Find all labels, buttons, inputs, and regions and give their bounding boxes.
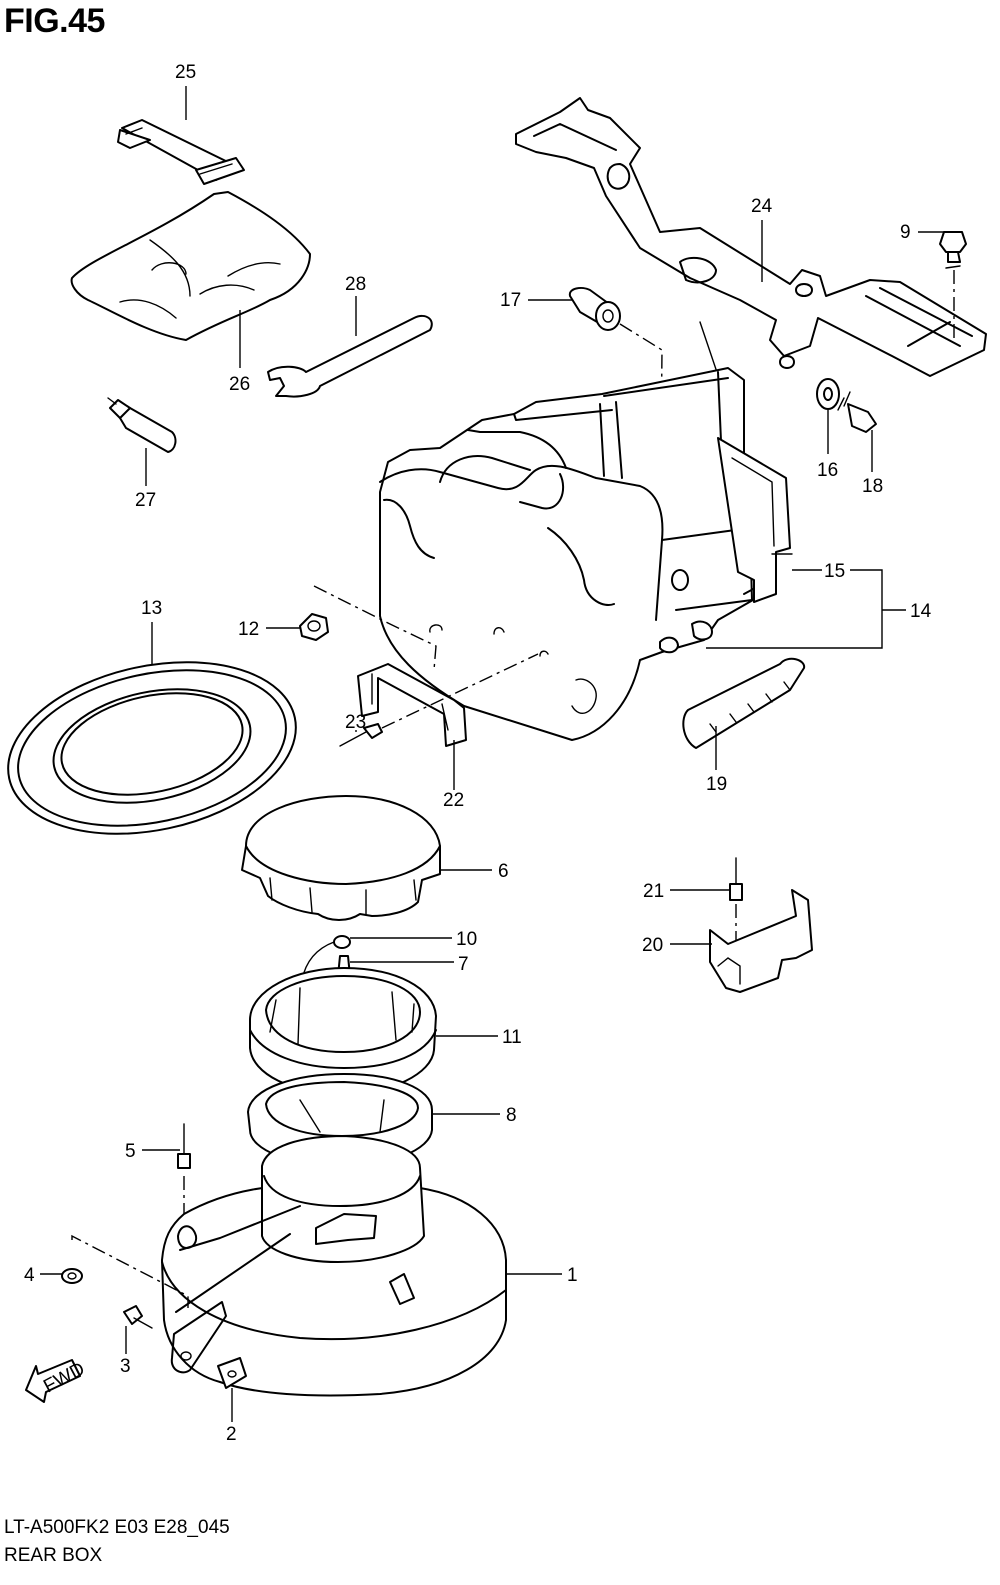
callout-6: 6 [498,861,509,882]
part-12-nut [299,613,329,641]
callout-20: 20 [642,935,663,956]
callout-17: 17 [500,290,521,311]
part-12-axis [313,585,437,671]
part-4-axis [71,1234,189,1308]
callout-14: 14 [910,601,932,622]
callout-labels: 25 26 28 27 24 9 17 16 18 15 14 13 12 23… [24,62,932,1445]
part-28-wrench [267,314,433,398]
part-15-seal [717,437,793,603]
part-6-cap [241,795,441,921]
figure-title: FIG.45 [4,2,105,40]
part-16-washer [816,378,840,410]
callout-24: 24 [751,196,773,217]
part-5-rivet [177,1123,191,1169]
callout-13: 13 [141,598,162,619]
part-3-screw [123,1305,153,1329]
fwd-arrow-icon: FWD [25,1359,88,1403]
part-13-gasket [7,661,297,835]
callout-21: 21 [643,881,664,902]
part-27-plug [107,397,177,453]
part-14-rear-box [379,367,771,741]
part-1-base [161,1135,507,1397]
part-23-rivet [339,723,383,747]
part-4-nut [61,1268,83,1284]
callout-7: 7 [458,954,469,975]
part-21-rivet [729,857,743,901]
part-19-strip [682,657,806,749]
callout-4: 4 [24,1265,35,1286]
figure-code: LT-A500FK2 E03 E28_045 [4,1517,230,1538]
part-17-collar [568,287,621,331]
callout-26: 26 [229,374,250,395]
callout-1: 1 [567,1265,578,1286]
callout-10: 10 [456,929,477,950]
callout-8: 8 [506,1105,517,1126]
callout-15: 15 [824,561,845,582]
part-9-bolt [939,231,967,269]
part-20-bracket [709,889,813,993]
part-26-pouch [70,191,311,341]
callout-9: 9 [900,222,911,243]
callout-19: 19 [706,774,727,795]
part-2-clip [217,1357,247,1389]
callout-23: 23 [345,712,366,733]
callout-27: 27 [135,490,156,511]
part-11-ring [249,967,437,1095]
callout-3: 3 [120,1356,131,1377]
leader-lines [40,86,944,1422]
part-25-strap [117,119,245,185]
callout-16: 16 [817,460,838,481]
callout-2: 2 [226,1424,237,1445]
callout-12: 12 [238,619,259,640]
callout-28: 28 [345,274,366,295]
callout-22: 22 [443,790,464,811]
callout-11: 11 [502,1027,522,1048]
callout-18: 18 [862,476,883,497]
part-22-bracket [357,663,467,747]
figure-name: REAR BOX [4,1545,103,1566]
callout-5: 5 [125,1141,136,1162]
part-23-axis [381,653,539,729]
callout-25: 25 [175,62,196,83]
part-18-bolt [837,391,877,433]
